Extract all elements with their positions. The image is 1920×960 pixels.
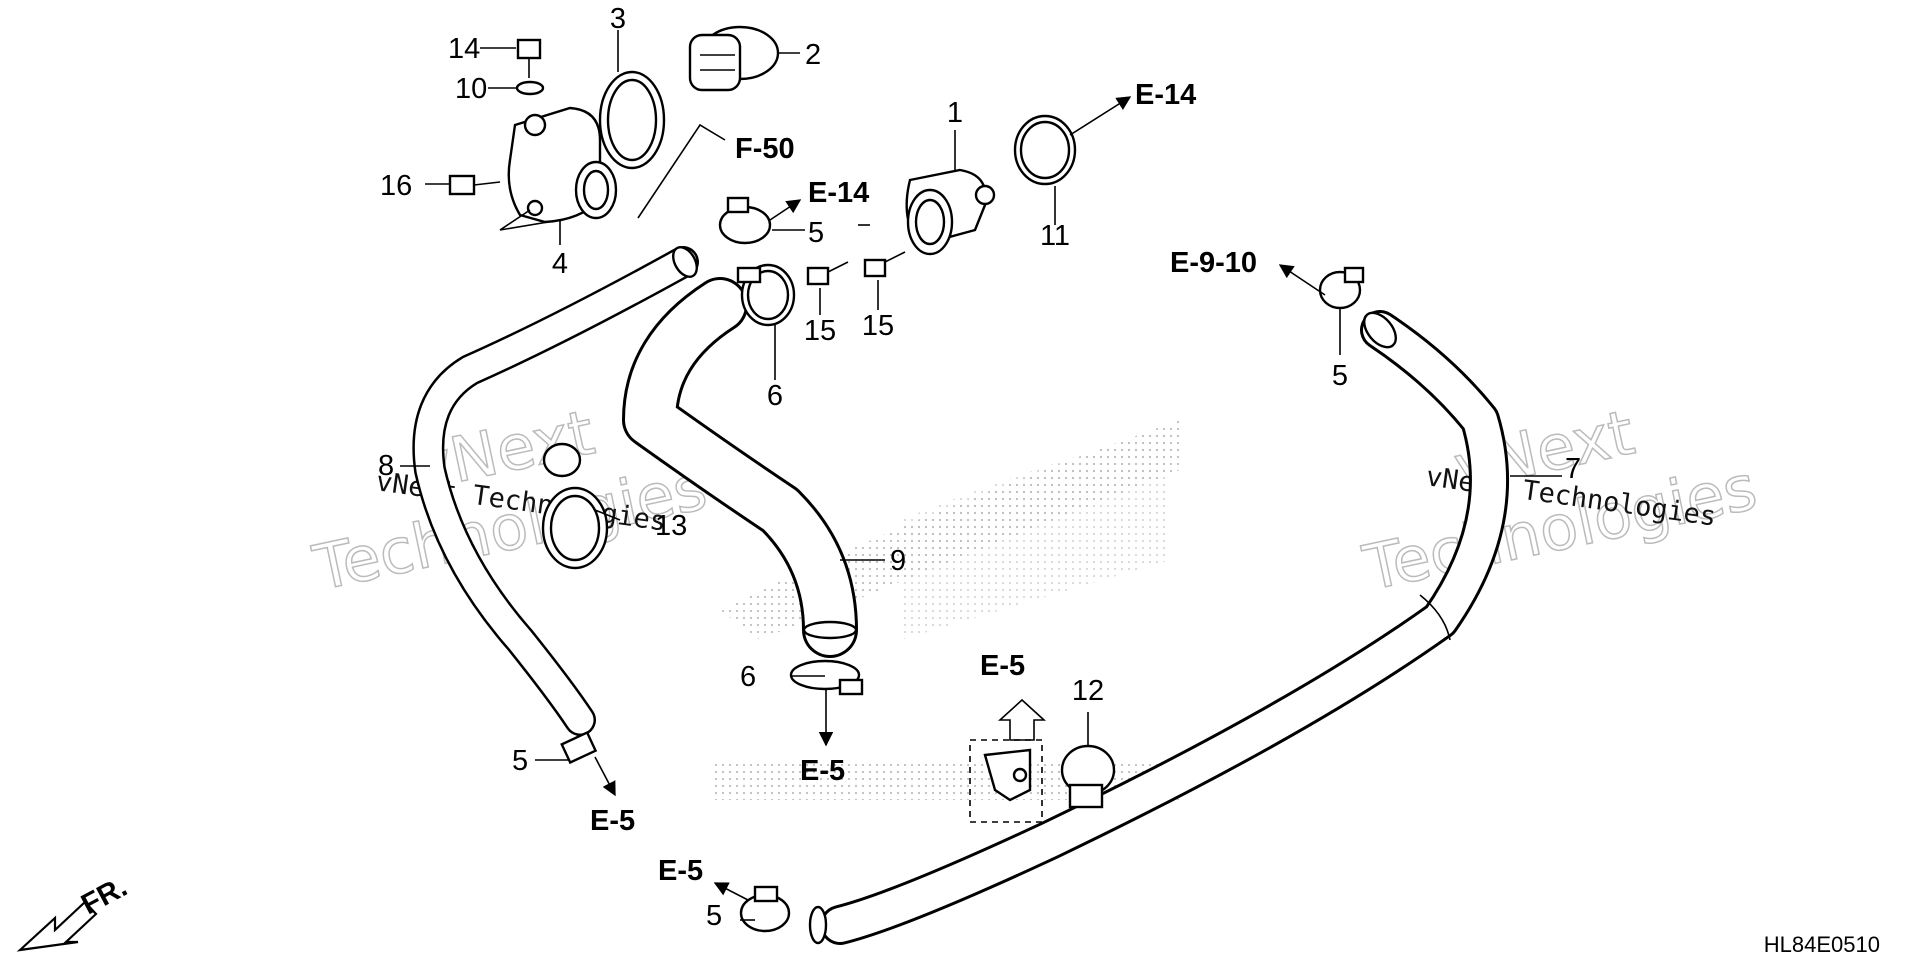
ref-e5-bottom: E-5: [658, 855, 703, 887]
clamp-5-right: [1318, 266, 1365, 310]
watermark-right: vNext Technologies vNext Technologies: [1356, 395, 1763, 606]
clamp-6-top: [736, 263, 796, 327]
bolt-15b: [863, 251, 906, 278]
callout-11: 11: [1040, 220, 1070, 252]
callout-7: 7: [1565, 453, 1581, 485]
callout-14: 14: [448, 33, 480, 65]
ref-e9-10: E-9-10: [1170, 247, 1257, 279]
ref-e5-box: E-5: [980, 650, 1025, 682]
clamp-13: [541, 442, 609, 570]
reference-labels: F-50 E-14 E-14 E-9-10 E-5 E-5 E-5 E-5: [590, 79, 1257, 887]
leader-lines: [400, 30, 1562, 921]
bolt-15a: [806, 261, 849, 286]
clamp-5-left: [560, 730, 598, 765]
front-direction-indicator: FR.: [16, 871, 133, 952]
clamp-5-top: [718, 196, 772, 245]
callout-15b: 15: [862, 310, 894, 342]
o-ring-11: [1013, 114, 1077, 186]
thermostat-2: [688, 25, 780, 92]
ref-e14-mid: E-14: [808, 177, 869, 209]
callout-3: 3: [610, 3, 626, 35]
clamp-12: [1060, 744, 1116, 809]
callout-2: 2: [805, 39, 821, 71]
clamp-5-bottom: [739, 885, 791, 933]
callout-13: 13: [655, 510, 687, 542]
callout-9: 9: [890, 545, 906, 577]
e5-bracket-box: [969, 698, 1047, 823]
ref-e14-top: E-14: [1135, 79, 1196, 111]
hose-8: [412, 246, 699, 736]
hose-9: [622, 277, 858, 658]
callout-5-top: 5: [808, 217, 824, 249]
ref-f50: F-50: [735, 133, 795, 165]
callout-5-right: 5: [1332, 360, 1348, 392]
clamp-6-bottom: [789, 659, 864, 696]
reference-arrows: [594, 96, 1326, 901]
ref-e5-clamp: E-5: [800, 755, 845, 787]
callout-6-top: 6: [767, 380, 783, 412]
callout-10: 10: [455, 73, 487, 105]
hose-7: [808, 310, 1509, 945]
bolt-16: [448, 174, 501, 196]
callout-5-left: 5: [512, 745, 528, 777]
callout-1: 1: [947, 97, 963, 129]
callout-16: 16: [380, 170, 412, 202]
callout-4: 4: [552, 248, 568, 280]
washer-10: [515, 80, 545, 96]
water-outlet-1: [905, 168, 996, 256]
ref-e5-left: E-5: [590, 805, 635, 837]
callout-12: 12: [1072, 675, 1104, 707]
callout-6-bottom: 6: [740, 661, 756, 693]
callout-8: 8: [378, 450, 394, 482]
direction-arrow-icon: [16, 900, 98, 952]
callouts: 1 2 3 4 5 5 5 5 6 6 7 8 9 10 11 12 13 14…: [378, 3, 1581, 932]
bolt-14: [516, 38, 542, 78]
callout-15a: 15: [804, 315, 836, 347]
gasket-3: [598, 70, 666, 170]
thermostat-housing-4: [507, 106, 618, 224]
callout-5-bottom: 5: [706, 900, 722, 932]
diagram-code: HL84E0510: [1764, 932, 1880, 957]
